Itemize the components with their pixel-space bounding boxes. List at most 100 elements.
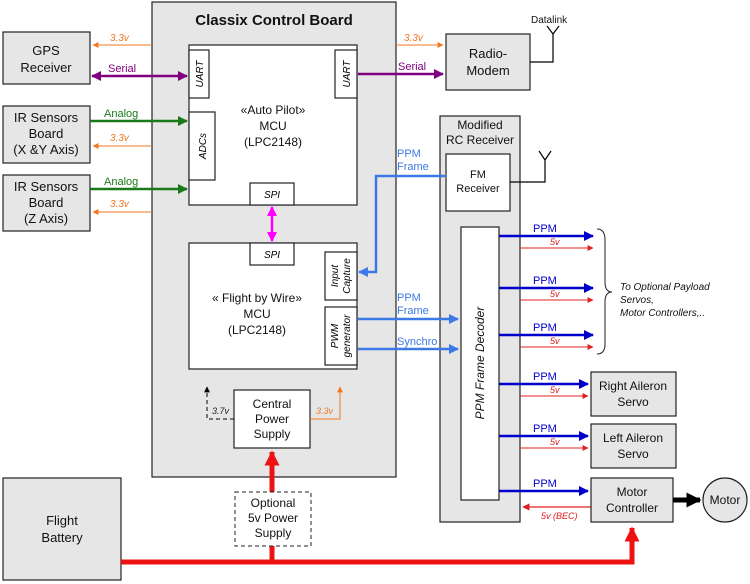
payload-2-ppm-label: PPM	[533, 275, 557, 287]
power-line-3: Supply	[254, 427, 291, 441]
battery-line-1: Flight	[46, 513, 78, 528]
ir-xy-line-1: IR Sensors	[14, 110, 79, 125]
autopilot-name: «Auto Pilot»	[241, 103, 306, 117]
battery-main-line	[121, 526, 640, 565]
autopilot-spi-port	[249, 182, 295, 206]
gps-serial-label: Serial	[108, 63, 136, 75]
payload-output-2: PPM 5v	[499, 275, 594, 303]
rc-receiver-line-2: RC Receiver	[446, 133, 514, 147]
optional-power-line-2: 5v Power	[248, 511, 298, 525]
ir-z-power-label: 3.3v	[110, 199, 130, 210]
datalink-label: Datalink	[531, 15, 568, 26]
radio-serial-label: Serial	[398, 61, 426, 73]
ir-z-line-1: IR Sensors	[14, 179, 79, 194]
optional-power-supply	[234, 491, 312, 547]
optional-power-line-3: Supply	[255, 526, 292, 540]
power-line-2: Power	[255, 412, 289, 426]
rc-antenna-icon	[510, 150, 552, 183]
radio-line-1: Radio-	[469, 46, 507, 61]
payload-output-3: PPM 5v	[499, 322, 594, 350]
ppm-frame-in-label-2: Frame	[397, 161, 429, 173]
uart-left-label: UART	[195, 60, 206, 88]
motor-controller-line-2: Controller	[606, 501, 658, 515]
ppm-frame-in-line	[358, 174, 446, 277]
battery-line-2: Battery	[41, 530, 83, 545]
right-aileron-line-2: Servo	[617, 395, 649, 409]
uart-right-port	[334, 49, 358, 99]
payload-brace	[596, 228, 613, 355]
ppm-frame-out-label-1: PPM	[397, 292, 421, 304]
power-3v3-label: 3.3v	[316, 406, 334, 416]
datalink-antenna-icon	[530, 25, 560, 63]
input-capture-port	[324, 251, 358, 301]
ppm-frame-decoder	[460, 226, 500, 501]
fbw-chip: (LPC2148)	[228, 323, 286, 337]
payload-3-5v-label: 5v	[550, 336, 560, 346]
fm-receiver	[445, 153, 511, 212]
ppm-frame-in-label-1: PPM	[397, 148, 421, 160]
payload-1-ppm-label: PPM	[533, 223, 557, 235]
central-power-supply	[233, 389, 311, 449]
optional-power-line-1: Optional	[251, 496, 296, 510]
ir-xy-analog-label: Analog	[104, 108, 138, 120]
power-3v7-line	[204, 386, 234, 420]
pwm-label-2: generator	[342, 314, 353, 357]
ir-sensors-xy	[2, 105, 91, 164]
ir-xy-line-2: Board	[29, 126, 64, 141]
fbw-mcu-label: MCU	[243, 307, 270, 321]
bec-power-label: 5v (BEC)	[541, 511, 578, 521]
left-aileron-line-1: Left Aileron	[603, 431, 663, 445]
right-aileron-line-1: Right Aileron	[599, 379, 667, 393]
motor	[702, 477, 748, 523]
fbw-spi-label: SPI	[264, 250, 280, 261]
left-aileron-servo	[590, 423, 677, 469]
input-capture-label-2: Capture	[342, 258, 353, 294]
motor-controller-line-1: Motor	[617, 485, 648, 499]
left-aileron-5v-label: 5v	[550, 437, 560, 447]
gps-receiver	[2, 31, 91, 85]
motor-controller	[590, 477, 674, 523]
radio-line-2: Modem	[466, 63, 509, 78]
ir-z-analog-label: Analog	[104, 176, 138, 188]
uart-right-label: UART	[342, 60, 353, 88]
ir-xy-line-3: (X &Y Axis)	[13, 142, 79, 157]
synchro-label: Synchro	[397, 336, 437, 348]
flight-battery	[2, 477, 122, 581]
input-capture-label-1: Input	[330, 264, 341, 287]
fm-receiver-line-1: FM	[470, 169, 486, 181]
autopilot-spi-label: SPI	[264, 190, 280, 201]
left-aileron-ppm-label: PPM	[533, 423, 557, 435]
left-aileron-line-2: Servo	[617, 447, 649, 461]
gps-line-2: Receiver	[20, 60, 72, 75]
payload-note-line-1: To Optional Payload	[620, 282, 710, 293]
motor-ppm-label: PPM	[533, 478, 557, 490]
radio-modem	[445, 33, 531, 91]
autopilot-mcu-label: MCU	[259, 119, 286, 133]
payload-note-line-3: Motor Controllers,..	[620, 308, 705, 319]
pwm-generator-port	[324, 306, 358, 366]
adcs-label: ADCs	[198, 133, 209, 160]
autopilot-mcu	[188, 44, 358, 206]
board-title: Classix Control Board	[195, 12, 353, 29]
payload-output-1: PPM 5v	[499, 223, 594, 251]
payload-note-line-2: Servos,	[620, 295, 654, 306]
right-aileron-5v-label: 5v	[550, 385, 560, 395]
fbw-name: « Flight by Wire»	[212, 291, 302, 305]
pwm-label-1: PWM	[330, 323, 341, 348]
fm-receiver-line-2: Receiver	[456, 183, 500, 195]
payload-3-ppm-label: PPM	[533, 322, 557, 334]
fbw-spi-port	[249, 242, 295, 266]
uart-left-port	[188, 49, 210, 99]
right-aileron-ppm-label: PPM	[533, 371, 557, 383]
ir-xy-power-label: 3.3v	[110, 133, 130, 144]
gps-line-1: GPS	[32, 43, 60, 58]
power-3v3-line	[310, 386, 343, 420]
payload-2-5v-label: 5v	[550, 289, 560, 299]
right-aileron-servo	[590, 371, 677, 417]
ppm-frame-out-label-2: Frame	[397, 305, 429, 317]
power-3v7-label: 3.7v	[212, 406, 230, 416]
autopilot-chip: (LPC2148)	[244, 135, 302, 149]
decoder-label: PPM Frame Decoder	[473, 306, 487, 420]
radio-power-label: 3.3v	[404, 33, 424, 44]
